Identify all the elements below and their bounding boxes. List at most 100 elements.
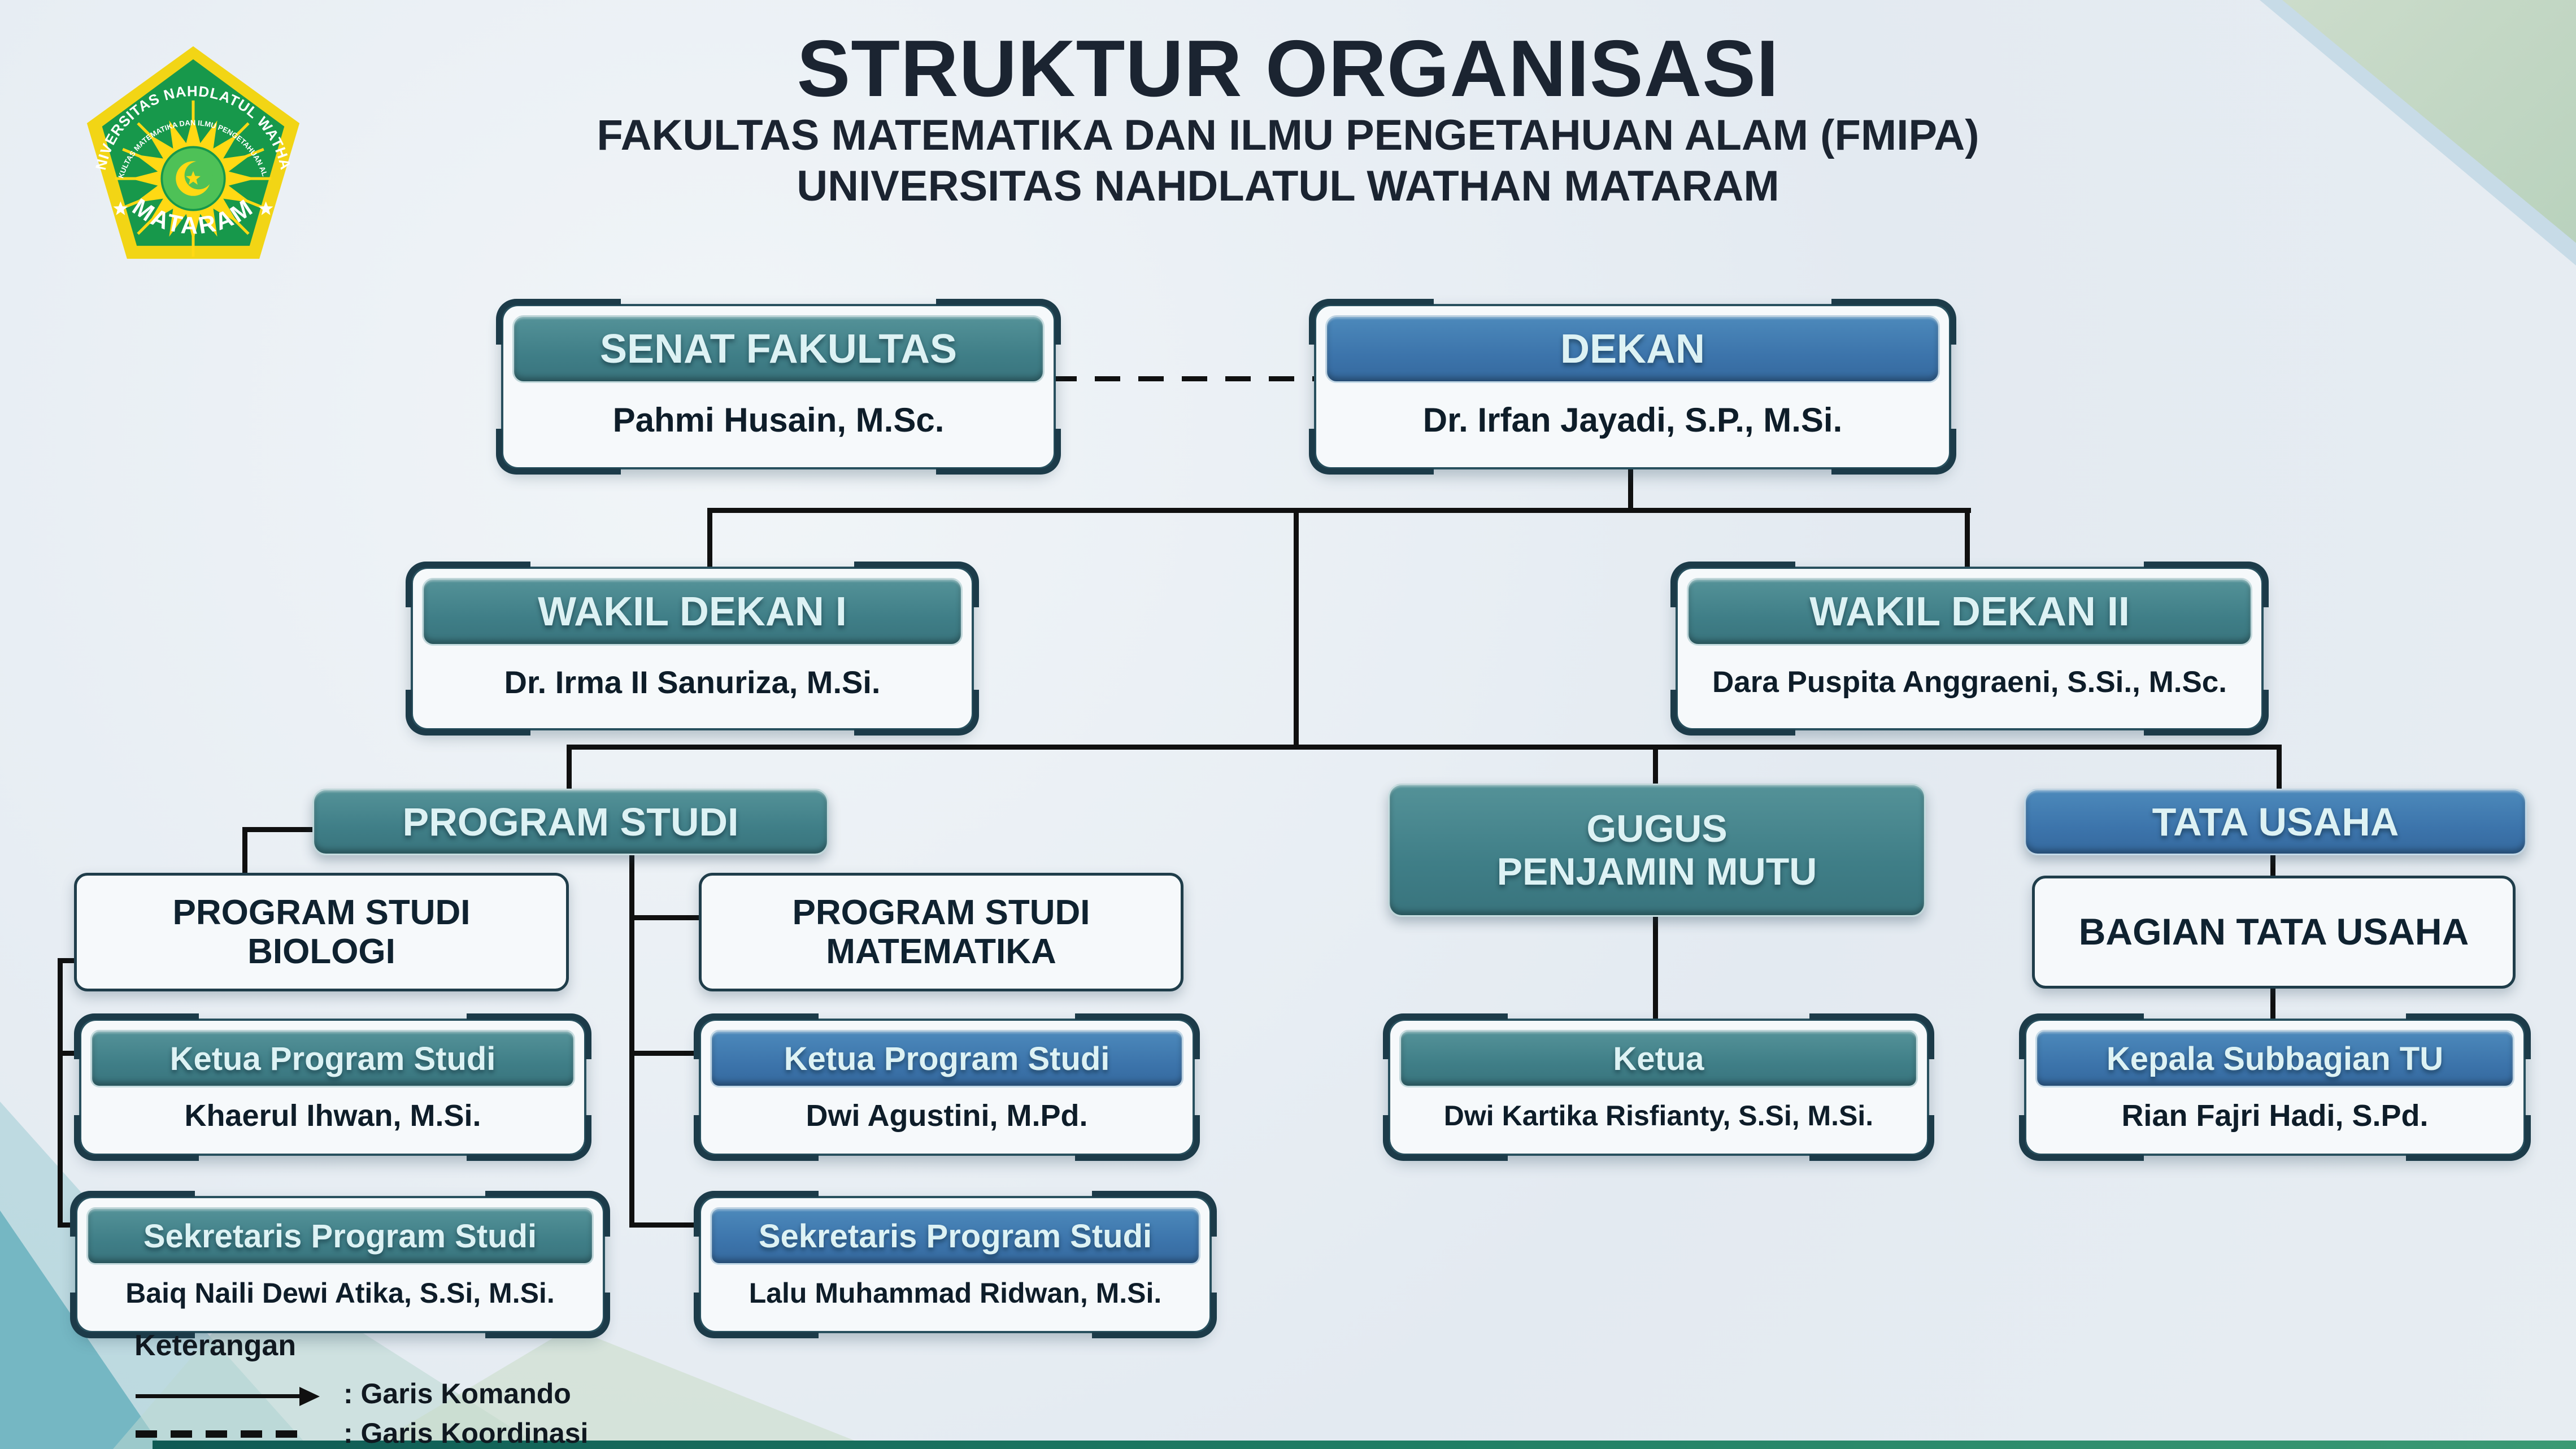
corner-bracket xyxy=(2144,690,2269,736)
org-node-kasubbag-tu-title: Kepala Subbagian TU xyxy=(2035,1030,2514,1087)
corner-bracket xyxy=(1809,1115,1934,1161)
connector-matematika-box-stub xyxy=(629,915,701,920)
connector-biologi-ketua-stub xyxy=(58,1051,81,1056)
org-node-wadek1-title: WAKIL DEKAN I xyxy=(422,578,963,646)
org-node-sekprodi-matematika: Sekretaris Program Studi Lalu Muhammad R… xyxy=(694,1191,1217,1338)
connector-dekan-down xyxy=(1628,465,1633,511)
corner-bracket xyxy=(485,1293,610,1338)
connector-center-down xyxy=(1294,508,1299,750)
org-node-wadek2: WAKIL DEKAN II Dara Puspita Anggraeni, S… xyxy=(1670,562,2269,736)
corner-bracket xyxy=(694,1293,819,1338)
corner-bracket xyxy=(1309,299,1434,345)
corner-bracket xyxy=(496,299,621,345)
corner-bracket xyxy=(1383,1115,1508,1161)
legend-coordination-line xyxy=(136,1430,308,1438)
corner-bracket xyxy=(694,1013,819,1059)
org-node-wadek2-name: Dara Puspita Anggraeni, S.Si., M.Sc. xyxy=(1712,665,2227,699)
org-node-sekprodi-matematika-name: Lalu Muhammad Ridwan, M.Si. xyxy=(749,1277,1162,1309)
org-node-ketua-gugus: Ketua Dwi Kartika Risfianty, S.Si, M.Si. xyxy=(1383,1013,1934,1161)
org-node-prodi-biologi-line1: PROGRAM STUDI xyxy=(172,893,471,932)
connector-bagian-kasubbag xyxy=(2270,982,2275,1019)
connector-to-wadek2 xyxy=(1965,508,1970,567)
legend-coordination-label: : Garis Koordinasi xyxy=(343,1417,589,1449)
org-node-sekprodi-biologi-name: Baiq Naili Dewi Atika, S.Si, M.Si. xyxy=(125,1277,555,1309)
org-node-dekan-name: Dr. Irfan Jayadi, S.P., M.Si. xyxy=(1422,401,1843,439)
corner-bracket xyxy=(1075,1013,1200,1059)
corner-bracket xyxy=(496,429,621,475)
university-logo-emblem: UNIVERSITAS NAHDLATUL WATHAN FAKULTAS MA… xyxy=(79,32,300,259)
org-node-kasubbag-tu-name: Rian Fajri Hadi, S.Pd. xyxy=(2121,1098,2429,1133)
connector-matematika-ketua-stub xyxy=(629,1051,701,1056)
corner-bracket xyxy=(854,690,979,736)
page-subtitle-university: UNIVERSITAS NAHDLATUL WATHAN MATARAM xyxy=(797,162,1779,210)
corner-bracket xyxy=(2406,1115,2531,1161)
connector-biologi-sekretaris-stub xyxy=(58,1222,77,1228)
org-node-tata-usaha-label: TATA USAHA xyxy=(2152,799,2399,844)
corner-bracket xyxy=(1092,1293,1217,1338)
legend-heading: Keterangan xyxy=(134,1329,297,1362)
org-node-ketua-gugus-name: Dwi Kartika Risfianty, S.Si, M.Si. xyxy=(1443,1099,1874,1132)
org-node-wadek2-title: WAKIL DEKAN II xyxy=(1687,578,2252,646)
corner-bracket xyxy=(1809,1013,1934,1059)
connector-gugus-ketua xyxy=(1653,913,1658,1019)
corner-bracket xyxy=(1309,429,1434,475)
connector-wakil-horizontal xyxy=(710,508,1971,513)
corner-bracket xyxy=(1092,1191,1217,1237)
org-node-sekprodi-biologi-title: Sekretaris Program Studi xyxy=(86,1207,594,1265)
logo-star-left xyxy=(113,201,128,215)
connector-to-gugus xyxy=(1653,745,1658,785)
corner-bracket xyxy=(74,1013,199,1059)
corner-bracket xyxy=(694,1115,819,1161)
org-node-prodi: PROGRAM STUDI xyxy=(312,789,829,855)
org-node-prodi-biologi: PROGRAM STUDI BIOLOGI xyxy=(74,873,569,991)
org-node-senat-title: SENAT FAKULTAS xyxy=(512,315,1045,383)
connector-matematika-sekretaris-stub xyxy=(629,1222,701,1228)
org-node-wadek1: WAKIL DEKAN I Dr. Irma II Sanuriza, M.Si… xyxy=(406,562,979,736)
org-node-kasubbag-tu: Kepala Subbagian TU Rian Fajri Hadi, S.P… xyxy=(2019,1013,2531,1161)
corner-bracket xyxy=(1383,1013,1508,1059)
org-node-gugus-line2: PENJAMIN MUTU xyxy=(1496,850,1817,893)
corner-bracket xyxy=(406,690,530,736)
connector-to-tatausaha xyxy=(2277,745,2282,790)
org-node-ketua-gugus-title: Ketua xyxy=(1399,1030,1918,1087)
org-node-gugus: GUGUS PENJAMIN MUTU xyxy=(1388,784,1926,917)
corner-bracket xyxy=(467,1013,591,1059)
page-title: STRUKTUR ORGANISASI xyxy=(797,24,1779,114)
corner-bracket xyxy=(936,299,1061,345)
legend-command-label: : Garis Komando xyxy=(343,1378,571,1409)
org-node-prodi-biologi-line2: BIOLOGI xyxy=(247,932,395,971)
connector-prodi-biologi-elbow-v xyxy=(242,827,247,877)
org-node-prodi-matematika-line2: MATEMATIKA xyxy=(826,932,1056,971)
org-node-tata-usaha: TATA USAHA xyxy=(2024,789,2527,855)
corner-bracket xyxy=(485,1191,610,1237)
page-subtitle-faculty: FAKULTAS MATEMATIKA DAN ILMU PENGETAHUAN… xyxy=(597,111,1979,159)
org-node-senat-name: Pahmi Husain, M.Sc. xyxy=(612,401,945,439)
connector-coordination-senat-dekan xyxy=(1051,376,1314,381)
connector-tier3-horizontal xyxy=(567,745,2282,750)
connector-biologi-rail xyxy=(58,958,63,1228)
legend-command-line xyxy=(136,1394,299,1398)
org-node-kaprodi-biologi-title: Ketua Program Studi xyxy=(90,1030,575,1087)
corner-bracket xyxy=(2019,1013,2144,1059)
org-node-bagian-tata-usaha: BAGIAN TATA USAHA xyxy=(2032,876,2516,989)
corner-bracket xyxy=(406,562,530,607)
org-node-prodi-matematika: PROGRAM STUDI MATEMATIKA xyxy=(699,873,1183,991)
corner-bracket xyxy=(70,1293,195,1338)
org-node-kaprodi-biologi: Ketua Program Studi Khaerul Ihwan, M.Si. xyxy=(74,1013,591,1161)
connector-prodi-biologi-elbow-h xyxy=(242,827,312,832)
org-node-sekprodi-biologi: Sekretaris Program Studi Baiq Naili Dewi… xyxy=(70,1191,610,1338)
corner-bracket xyxy=(70,1191,195,1237)
corner-bracket xyxy=(74,1115,199,1161)
legend-command-arrow-icon xyxy=(299,1387,320,1406)
connector-to-prodi xyxy=(567,745,572,790)
org-node-prodi-label: PROGRAM STUDI xyxy=(402,799,739,844)
logo-star-right xyxy=(258,201,273,215)
corner-bracket xyxy=(1670,690,1795,736)
corner-bracket xyxy=(1670,562,1795,607)
connector-matematika-rail xyxy=(629,851,634,1228)
org-node-kaprodi-biologi-name: Khaerul Ihwan, M.Si. xyxy=(184,1098,481,1133)
connector-tu-bagian xyxy=(2270,851,2275,877)
corner-bracket xyxy=(936,429,1061,475)
org-node-dekan: DEKAN Dr. Irfan Jayadi, S.P., M.Si. xyxy=(1309,299,1956,475)
corner-bracket xyxy=(694,1191,819,1237)
